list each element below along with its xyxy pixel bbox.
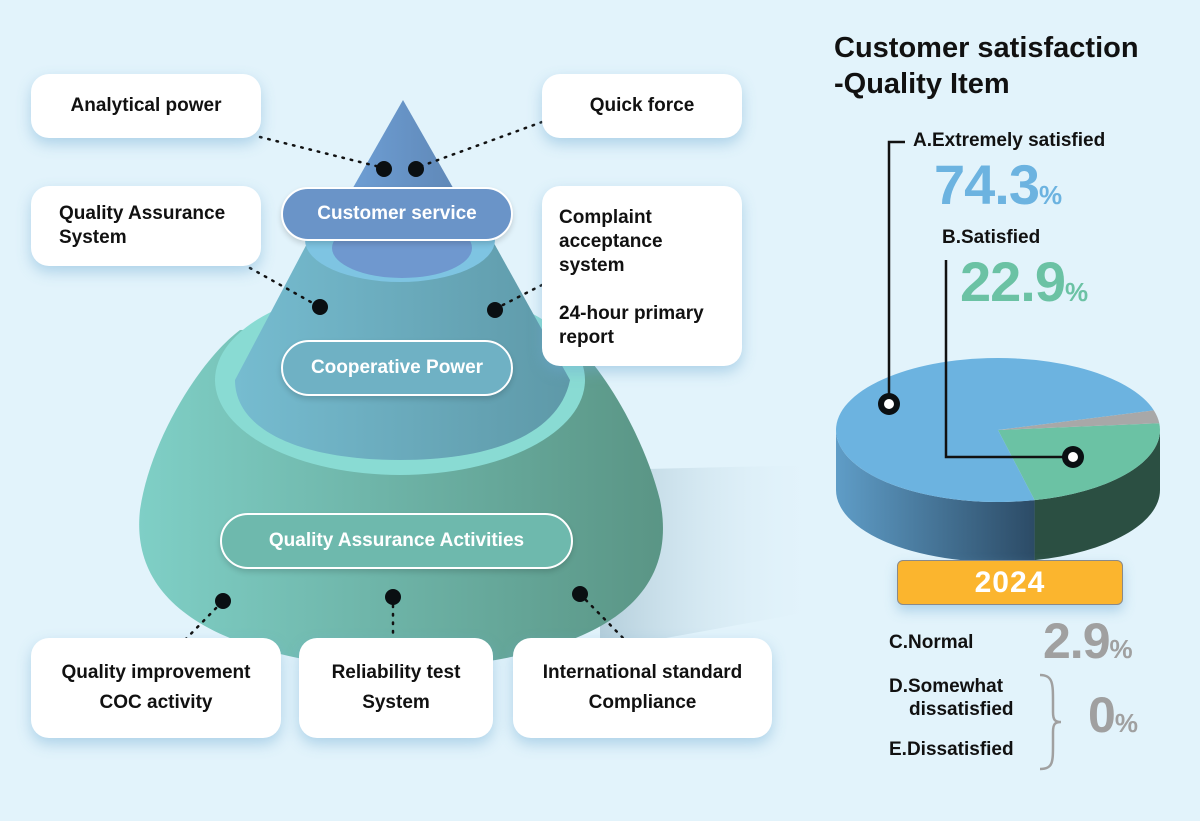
- callout-quality-assurance-system: Quality Assurance System: [31, 186, 261, 266]
- callout-text: Analytical power: [70, 95, 222, 116]
- satisfaction-title: Customer satisfaction -Quality Item: [834, 30, 1139, 102]
- label-normal: C.Normal: [889, 632, 974, 653]
- dot-reliability: [385, 589, 401, 605]
- pie-side-satisfied: [1034, 430, 1160, 561]
- tier-pill-cooperative-power: Cooperative Power: [281, 340, 513, 396]
- tier-top-shape: [346, 100, 460, 200]
- satisfaction-title-line1: Customer satisfaction: [834, 32, 1139, 64]
- pie-slice-extremely-satisfied: [836, 357, 1154, 502]
- year-badge: 2024: [897, 560, 1123, 605]
- callout-report-line2: report: [559, 327, 614, 348]
- callout-text-line1: Complaint: [559, 207, 652, 228]
- callout-text-line3: system: [559, 255, 625, 276]
- label-line2: dissatisfied: [909, 699, 1014, 720]
- marker-inner-satisfied: [1068, 452, 1078, 462]
- callout-reliability-test: Reliability test System: [299, 638, 493, 738]
- callout-text-line1: Quality improvement: [61, 662, 251, 683]
- tier-pill-customer-service: Customer service: [281, 187, 513, 241]
- callout-analytical-power: Analytical power: [31, 74, 261, 138]
- callout-text-line2: COC activity: [99, 692, 213, 713]
- percent-sign: %: [1065, 277, 1089, 307]
- value-number: 74.3: [934, 153, 1040, 216]
- label-line1: D.Somewhat: [889, 676, 1004, 697]
- value-number: 22.9: [960, 250, 1066, 313]
- callout-quality-improvement: Quality improvement COC activity: [31, 638, 281, 738]
- dot-international: [572, 586, 588, 602]
- callout-text-line2: Compliance: [588, 692, 697, 713]
- callout-text-line1: Reliability test: [331, 662, 461, 683]
- percent-sign: %: [1109, 634, 1133, 664]
- callout-report-line1: 24-hour primary: [559, 303, 704, 324]
- callout-complaint-acceptance: Complaint acceptance system 24-hour prim…: [542, 186, 742, 366]
- value-extremely-satisfied: 74.3%: [934, 152, 1062, 217]
- value-number: 0: [1088, 687, 1116, 743]
- callout-text-line2: acceptance: [559, 231, 663, 252]
- satisfaction-title-line2: -Quality Item: [834, 68, 1010, 100]
- callout-text-line1: Quality Assurance: [59, 203, 226, 224]
- label-dissatisfied: E.Dissatisfied: [889, 739, 1014, 760]
- dot-analytical: [376, 161, 392, 177]
- marker-inner-extremely-satisfied: [884, 399, 894, 409]
- callout-international-standard: International standard Compliance: [513, 638, 772, 738]
- connector-dots: [215, 161, 588, 609]
- percent-sign: %: [1039, 180, 1063, 210]
- pie-chart: [836, 140, 1160, 562]
- callout-quick-force: Quick force: [542, 74, 742, 138]
- callout-text-line1: International standard: [542, 662, 743, 683]
- value-number: 2.9: [1043, 613, 1111, 669]
- callout-text: Quick force: [589, 95, 695, 116]
- dot-quality-improvement: [215, 593, 231, 609]
- label-somewhat-dissatisfied: D.Somewhat dissatisfied: [889, 675, 1014, 721]
- value-dissatisfied-group: 0%: [1088, 686, 1138, 744]
- value-satisfied: 22.9%: [960, 249, 1088, 314]
- percent-sign: %: [1114, 708, 1138, 738]
- pie-slice-normal: [998, 410, 1160, 430]
- label-extremely-satisfied: A.Extremely satisfied: [913, 130, 1106, 151]
- leader-line-extremely-satisfied: [887, 140, 905, 404]
- label-satisfied: B.Satisfied: [942, 227, 1041, 248]
- connector-lines: [178, 120, 627, 647]
- leader-line-satisfied: [944, 260, 1073, 459]
- dot-qa-system: [312, 299, 328, 315]
- pie-side-extremely-satisfied: [836, 430, 1035, 562]
- callout-text-line2: System: [362, 692, 430, 713]
- dot-complaint: [487, 302, 503, 318]
- dot-quick: [408, 161, 424, 177]
- value-normal: 2.9%: [1043, 612, 1133, 670]
- brace-icon: [1039, 673, 1062, 771]
- tier-pill-quality-assurance-activities: Quality Assurance Activities: [220, 513, 573, 569]
- callout-text-line2: System: [59, 227, 127, 248]
